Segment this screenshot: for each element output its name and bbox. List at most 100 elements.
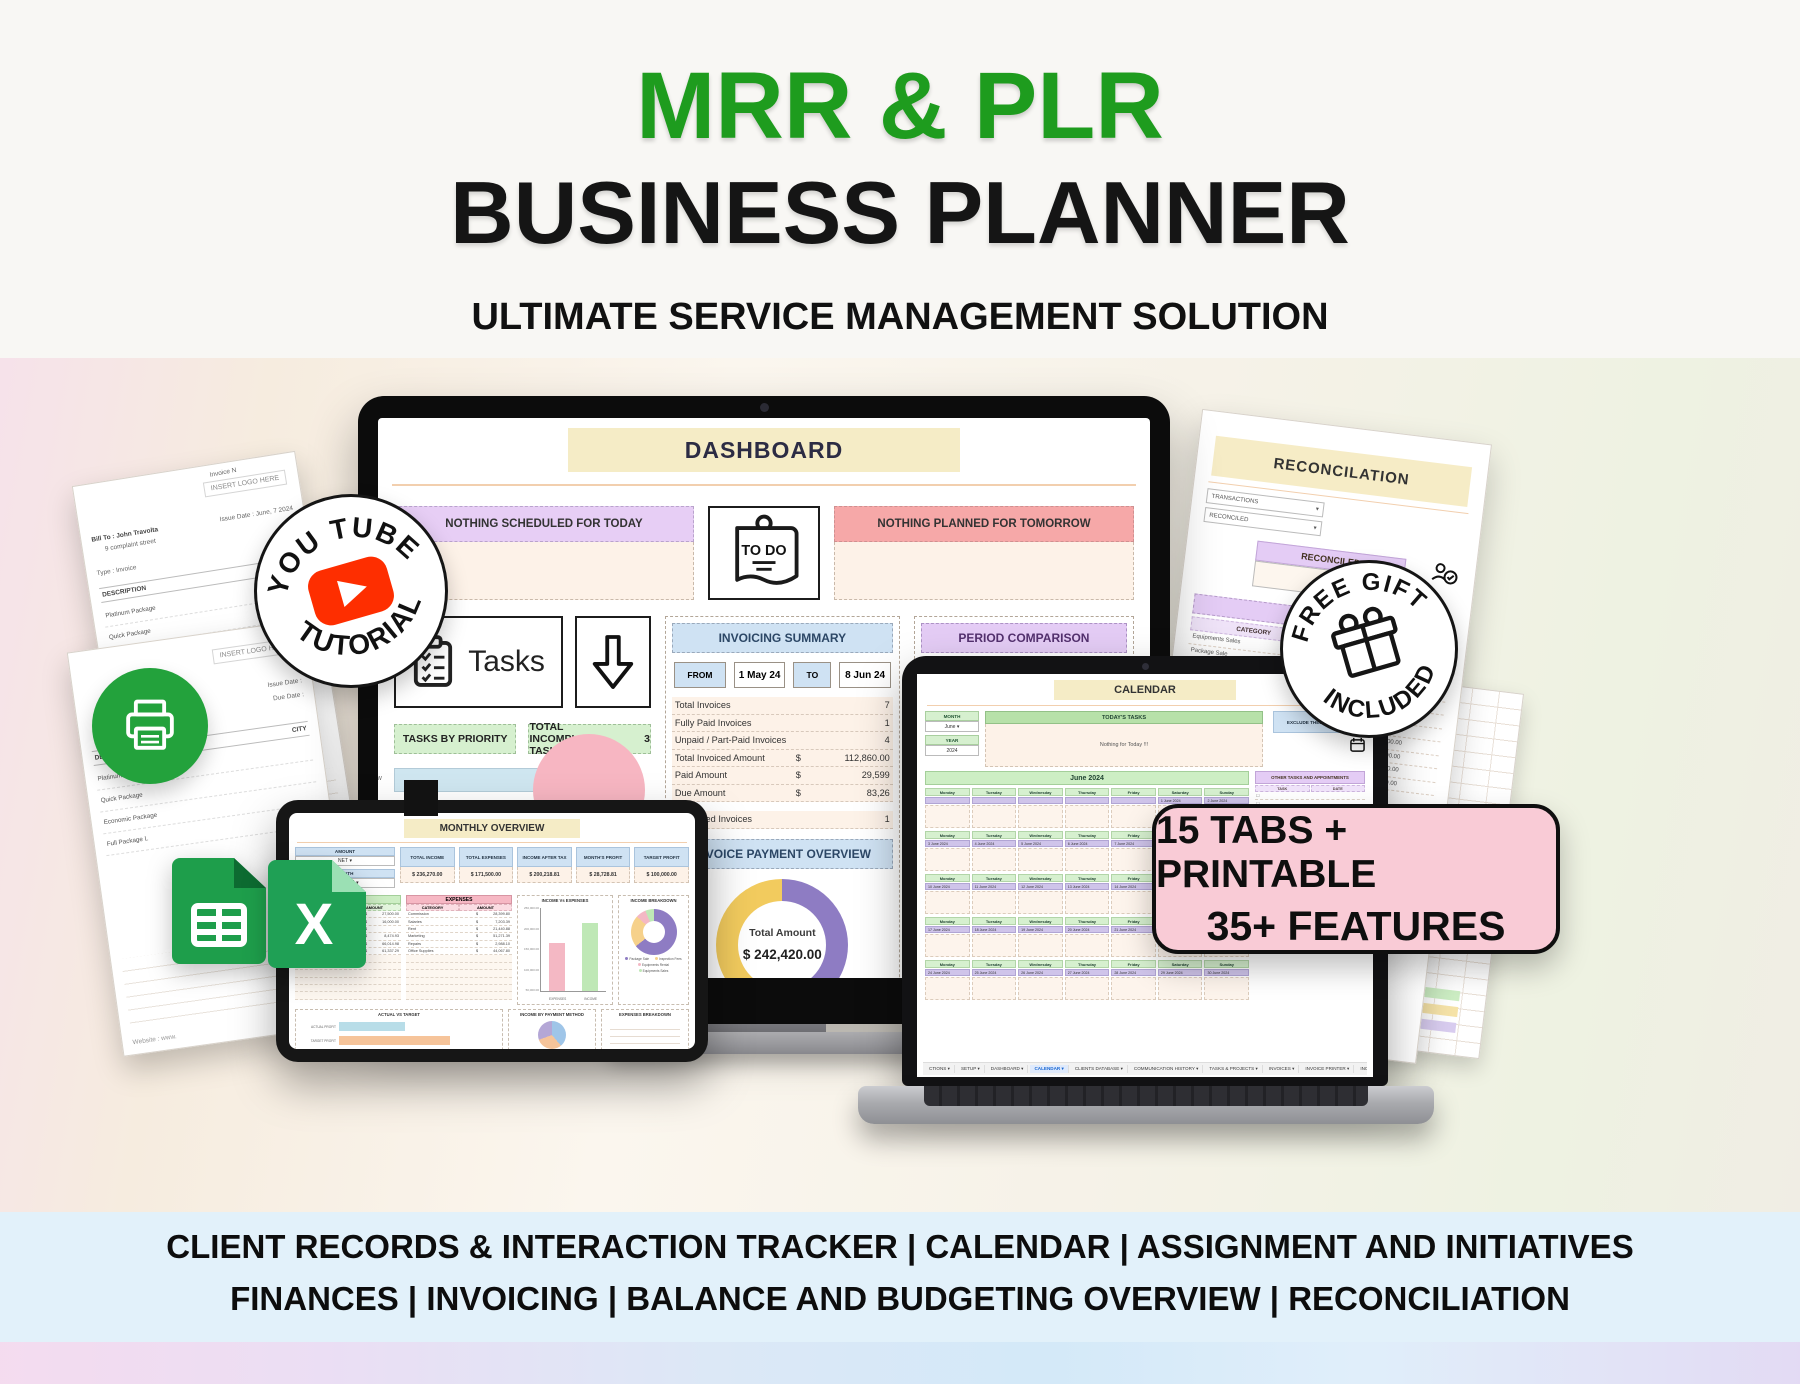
- calendar-day-cell[interactable]: [925, 891, 970, 914]
- due-date: Due Date :: [272, 691, 305, 703]
- divider: [927, 705, 1363, 706]
- calendar-year-select[interactable]: YEAR 2024: [925, 735, 979, 756]
- sheet-tab-clients-database[interactable]: CLIENTS DATABASE ▾: [1071, 1065, 1128, 1073]
- empty-row: [406, 962, 512, 971]
- calendar-day-cell[interactable]: [1064, 805, 1110, 828]
- mini-table-row: Office Supplies$44,067.80: [406, 948, 512, 956]
- target-bar-row: ACTUAL PROFIT: [302, 1022, 496, 1031]
- calendar-day-cell[interactable]: [925, 977, 970, 1000]
- title-business-planner: BUSINESS PLANNER: [450, 163, 1350, 262]
- empty-row: [406, 992, 512, 1000]
- sheet-tab-ctions[interactable]: CTIONS ▾: [925, 1065, 955, 1073]
- subtitle: ULTIMATE SERVICE MANAGEMENT SOLUTION: [471, 296, 1329, 338]
- calendar-day-cell[interactable]: [1111, 805, 1156, 828]
- amount-value: NET: [338, 858, 349, 864]
- sheet-tab-setup[interactable]: SETUP ▾: [957, 1065, 985, 1073]
- date-strip: 18 June 2024: [971, 926, 1017, 933]
- calendar-day-cell[interactable]: [1018, 891, 1063, 914]
- todo-icon: TO DO: [708, 506, 820, 600]
- todays-tasks-title: TODAY'S TASKS: [985, 711, 1263, 724]
- calendar-day-cell[interactable]: [1111, 891, 1156, 914]
- printable-badge: [92, 668, 208, 784]
- calendar-day-cell[interactable]: [1204, 977, 1250, 1000]
- empty-row: [406, 984, 512, 993]
- stat-value: $ 171,500.00: [458, 867, 514, 883]
- invoicing-date-range: FROM 1 May 24 TO 8 Jun 24: [673, 662, 891, 688]
- mini-table-row: Rent$21,440.88: [406, 926, 512, 934]
- weekday-header: Tuesday: [971, 960, 1017, 968]
- sheet-tab-invoices[interactable]: INVOICES ▾: [1265, 1065, 1300, 1073]
- weekday-header: Tuesday: [971, 788, 1017, 796]
- sheet-tab-invoice-printer[interactable]: INVOICE PRINTER ▾: [1301, 1065, 1355, 1073]
- donut-center-label: Total Amount: [749, 927, 816, 939]
- mini-table-row: Commission$28,399.80: [406, 911, 512, 919]
- date-strip: 2 June 2024: [1204, 797, 1250, 804]
- bar-expenses: [549, 942, 566, 991]
- sheet-tab-income-tra[interactable]: INCOME TRA ▾: [1356, 1065, 1367, 1073]
- calendar-month-select[interactable]: MONTH June ▾: [925, 711, 979, 732]
- todays-tasks-body: Nothing for Today !!!: [985, 724, 1263, 767]
- stat-card: INCOME AFTER TAX$ 200,218.81: [517, 847, 572, 891]
- stat-label: TOTAL INCOME: [400, 847, 455, 867]
- reconciled-filter-label: RECONCILED: [1208, 512, 1249, 523]
- weekday-header: Monday: [925, 874, 970, 882]
- mini-table-row: Salaries$7,203.39: [406, 918, 512, 926]
- calendar-day-cell[interactable]: [1111, 848, 1156, 871]
- stat-label: TOTAL EXPENSES: [458, 847, 514, 867]
- income-breakdown-title: INCOME BREAKDOWN: [630, 898, 677, 903]
- weekday-header: Wednesday: [1018, 960, 1063, 968]
- weekday-header: Thursday: [1064, 874, 1110, 882]
- stat-value: $ 28,728.81: [575, 867, 631, 883]
- weekday-header: Tuesday: [971, 917, 1017, 925]
- calendar-day-cell[interactable]: [1018, 848, 1063, 871]
- date-strip: 28 June 2024: [1111, 969, 1156, 976]
- date-strip: 17 June 2024: [925, 926, 970, 933]
- calendar-day-cell[interactable]: [1018, 977, 1063, 1000]
- from-date[interactable]: 1 May 24: [733, 662, 786, 688]
- calendar-day-cell[interactable]: [1018, 934, 1063, 957]
- calendar-day-cell[interactable]: [1157, 977, 1203, 1000]
- calendar-day-cell[interactable]: [1111, 934, 1156, 957]
- target-bar-row: TARGET PROFIT: [302, 1036, 496, 1045]
- income-vs-expenses-title: INCOME Vs EXPENSES: [541, 898, 589, 903]
- weekday-header: Monday: [925, 831, 970, 839]
- webcam-icon: [1142, 663, 1149, 670]
- weekday-header: Friday: [1111, 917, 1156, 925]
- to-date[interactable]: 8 Jun 24: [839, 662, 891, 688]
- calendar-day-cell[interactable]: [1111, 977, 1156, 1000]
- date-strip: 27 June 2024: [1064, 969, 1110, 976]
- calendar-day-cell[interactable]: [971, 977, 1017, 1000]
- calendar-day-cell[interactable]: [1064, 891, 1110, 914]
- sheet-tab-calendar[interactable]: CALENDAR ▾: [1030, 1065, 1069, 1073]
- footer-features-line1: CLIENT RECORDS & INTERACTION TRACKER | C…: [166, 1228, 1634, 1265]
- calendar-day-cell[interactable]: [971, 848, 1017, 871]
- calendar-day-cell[interactable]: [971, 805, 1017, 828]
- mini-table-row: Marketing$51,271.39: [406, 933, 512, 941]
- calendar-day-cell[interactable]: [925, 805, 970, 828]
- date-strip: 26 June 2024: [1018, 969, 1063, 976]
- expenses-title: EXPENSES: [406, 895, 512, 904]
- calendar-day-cell[interactable]: [971, 934, 1017, 957]
- weekday-header: Wednesday: [1018, 917, 1063, 925]
- chevron-down-icon: ▾: [1313, 525, 1317, 532]
- calendar-day-cell[interactable]: [1064, 977, 1110, 1000]
- tomorrow-banner: NOTHING PLANNED FOR TOMORROW: [834, 506, 1134, 600]
- calendar-day-cell[interactable]: [1064, 848, 1110, 871]
- calendar-day-cell[interactable]: [1064, 934, 1110, 957]
- calendar-day-cell[interactable]: [925, 848, 970, 871]
- other-col-task: TASK: [1255, 785, 1310, 792]
- calendar-title: CALENDAR: [1054, 680, 1236, 700]
- sheet-tab-communication-history[interactable]: COMMUNICATION HISTORY ▾: [1130, 1065, 1204, 1073]
- weekday-header: Thursday: [1064, 917, 1110, 925]
- dashboard-title: DASHBOARD: [568, 428, 960, 472]
- calendar-day-cell[interactable]: [971, 891, 1017, 914]
- calendar-day-cell[interactable]: [925, 934, 970, 957]
- sheet-tab-dashboard[interactable]: DASHBOARD ▾: [987, 1065, 1029, 1073]
- other-task-row[interactable]: ☐: [1255, 792, 1365, 800]
- sheet-tab-tasks-projects[interactable]: TASKS & PROJECTS ▾: [1205, 1065, 1263, 1073]
- calendar-day-cell[interactable]: [1018, 805, 1063, 828]
